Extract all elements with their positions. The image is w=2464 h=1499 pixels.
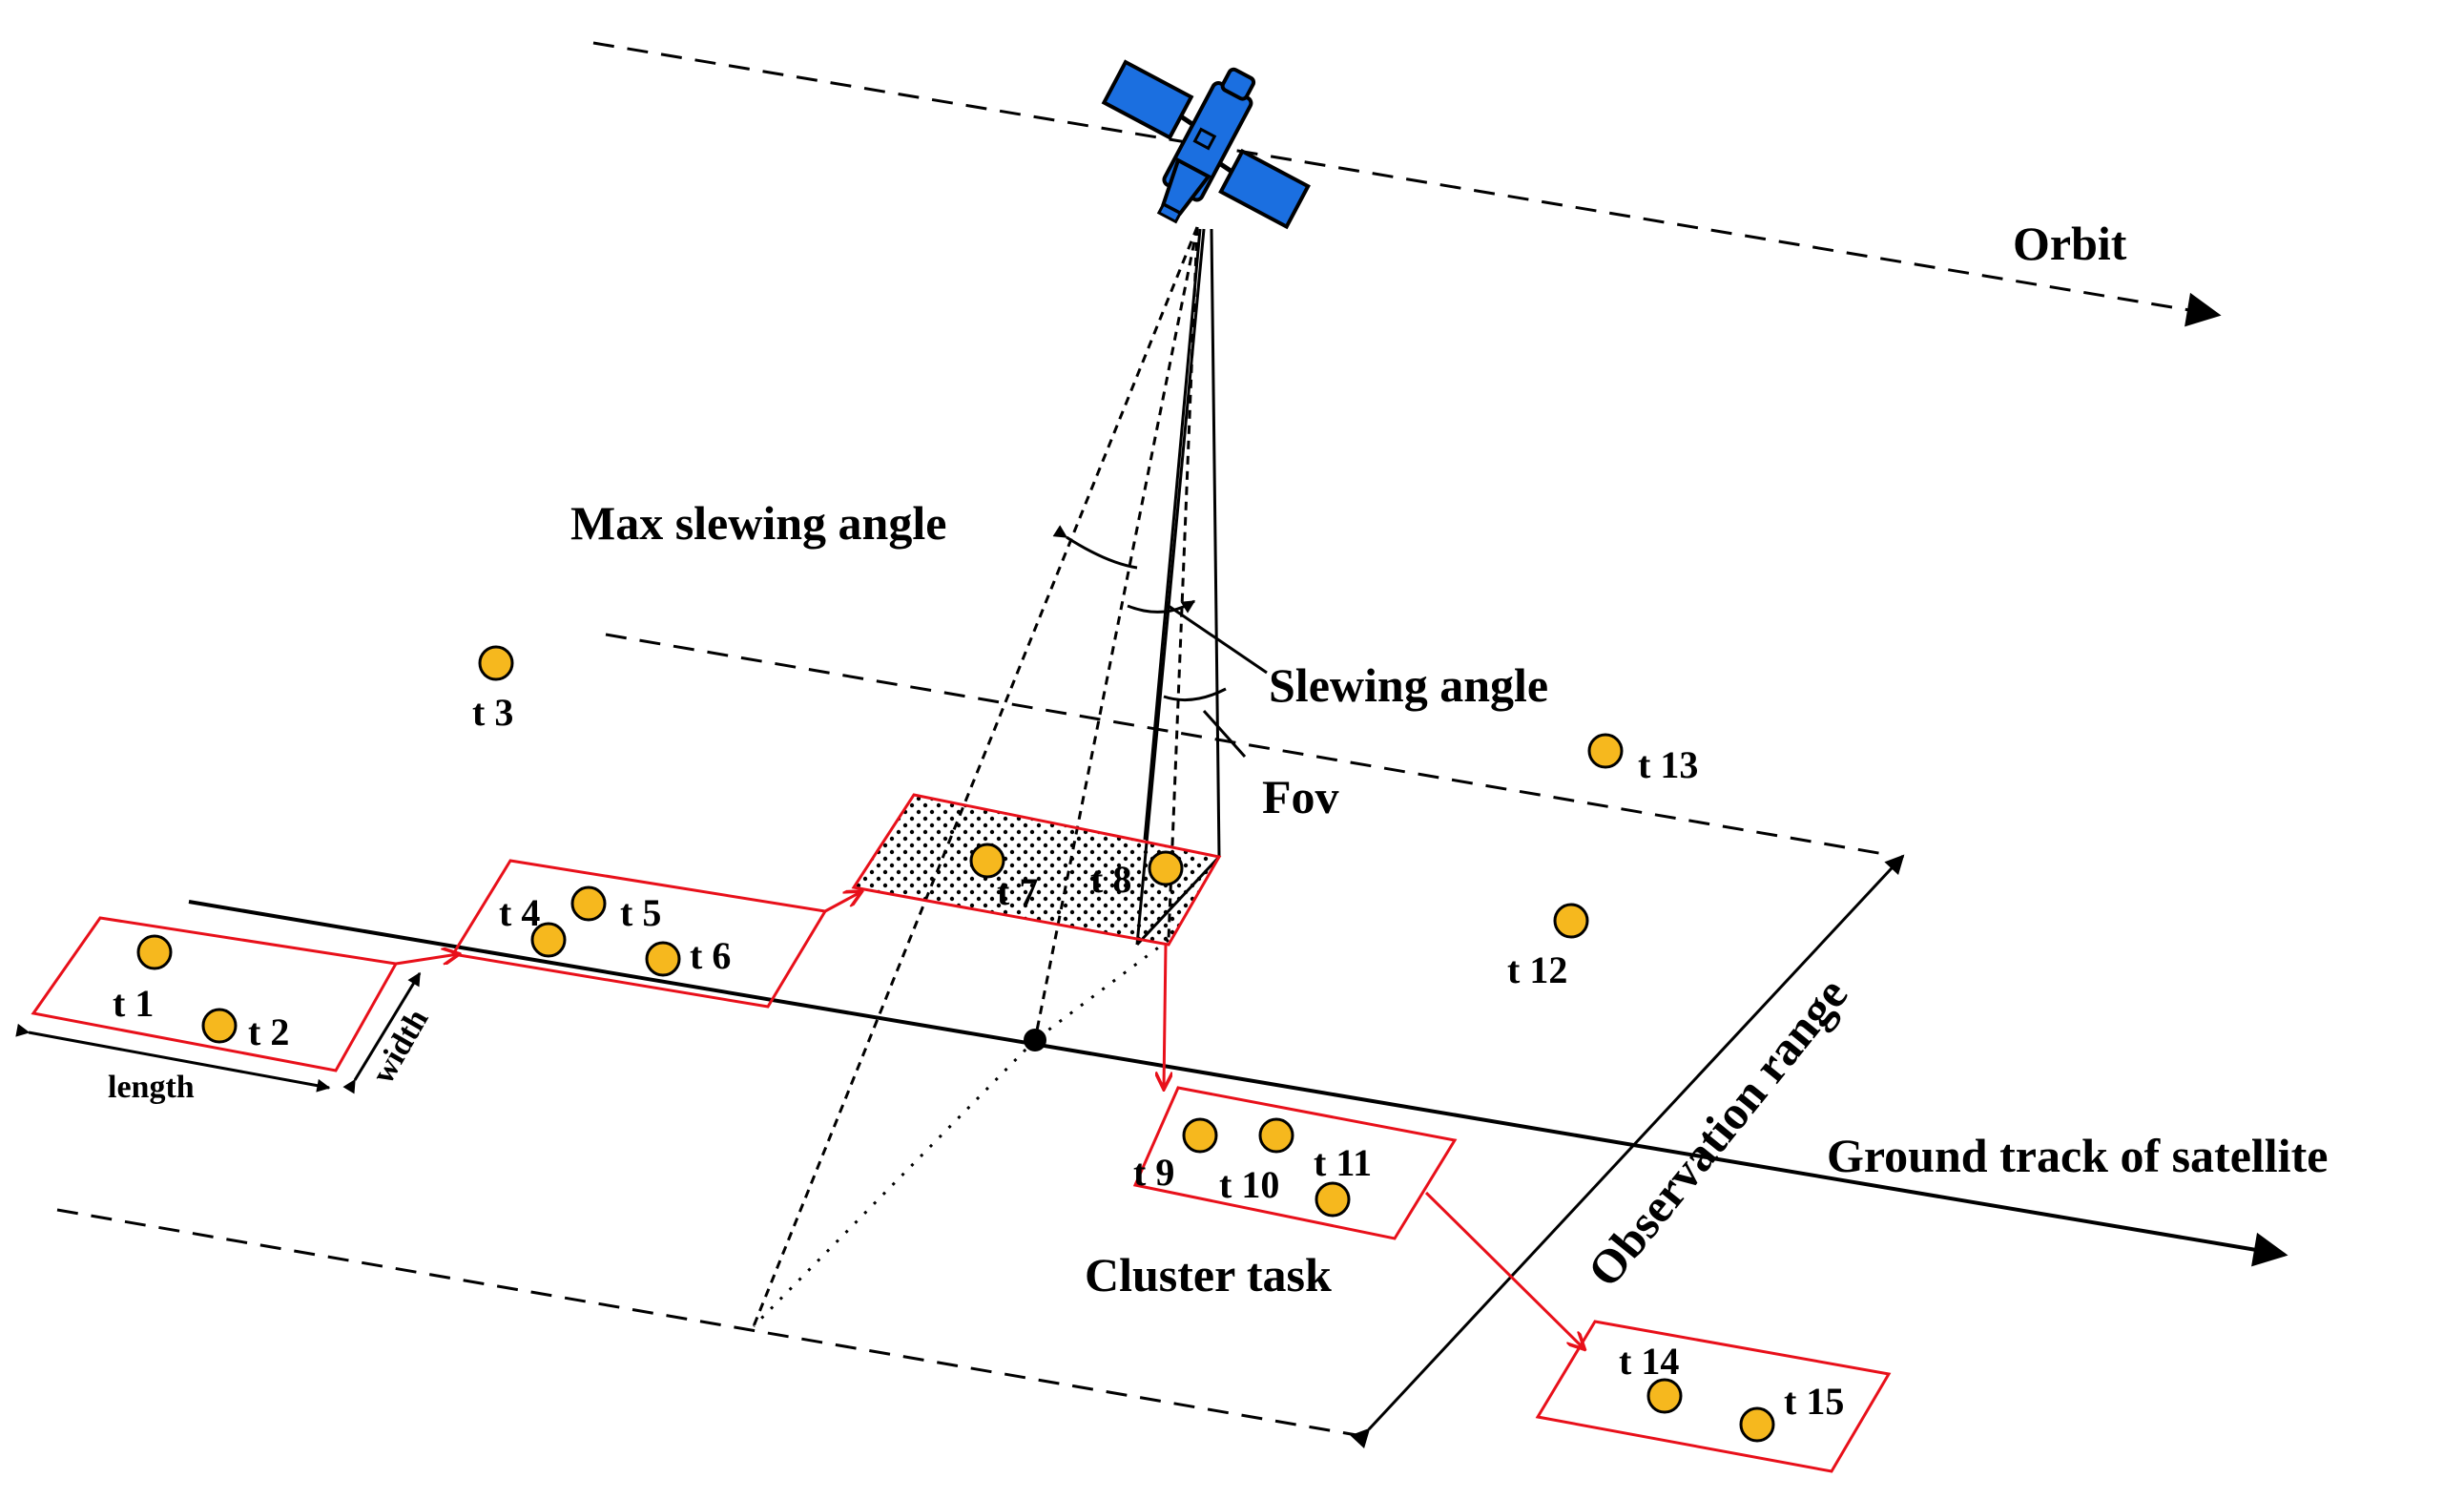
- target-label: t 5: [620, 891, 661, 934]
- target-dot: [1587, 733, 1624, 769]
- target-labels: t 1 t 2 t 3 t 4 t 5 t 6 t 7 t 8 t 9 t 10…: [113, 691, 1844, 1423]
- leader-lines: [1165, 602, 1268, 759]
- target-dot: [1315, 1181, 1351, 1218]
- cluster-box-1: [31, 916, 399, 1072]
- target-label: t 4: [499, 891, 540, 934]
- target-dot: [478, 645, 514, 681]
- target-label: t 14: [1619, 1340, 1679, 1383]
- ground-track-line: [188, 900, 2288, 1267]
- cluster-tasks: [31, 793, 1892, 1473]
- cluster-box-2: [450, 859, 828, 1009]
- ground-track-label: Ground track of satellite: [1827, 1129, 2328, 1182]
- target-dot: [1553, 903, 1589, 939]
- target-label: t 1: [113, 982, 154, 1025]
- route-arrows: [395, 892, 1584, 1348]
- fov-label: Fov: [1262, 770, 1339, 823]
- target-dot: [1739, 1406, 1775, 1443]
- target-dot: [570, 885, 607, 922]
- slewing-angle-label: Slewing angle: [1269, 658, 1548, 712]
- cluster-box-4: [1132, 1086, 1458, 1240]
- target-label: t 10: [1219, 1163, 1279, 1206]
- target-label: t 15: [1784, 1380, 1844, 1423]
- target-label: t 2: [248, 1010, 289, 1053]
- dimension-arrows: [15, 971, 422, 1094]
- cluster-task-label: Cluster task: [1085, 1248, 1332, 1301]
- target-dot: [969, 843, 1005, 879]
- targets: [136, 645, 1775, 1443]
- cluster-box-5: [1535, 1320, 1892, 1473]
- orbit-line: [592, 41, 2222, 327]
- satellite-icon: [1101, 59, 1311, 230]
- orbit-label: Orbit: [2013, 217, 2127, 270]
- target-label: t 12: [1507, 948, 1567, 991]
- target-dot: [530, 922, 567, 958]
- target-dot: [1646, 1378, 1683, 1414]
- target-dot: [201, 1008, 238, 1044]
- max-slewing-angle-label: Max slewing angle: [570, 496, 946, 550]
- target-dot: [1258, 1117, 1294, 1154]
- max-slewing-cone: [752, 226, 1199, 1328]
- target-label: t 8: [1090, 858, 1131, 901]
- target-label: t 7: [997, 870, 1038, 913]
- target-label: t 9: [1133, 1151, 1174, 1194]
- target-dot: [136, 934, 173, 970]
- angle-arcs: [1052, 525, 1227, 702]
- observation-range-boundaries: [56, 633, 1885, 1438]
- target-dot: [645, 941, 681, 977]
- observation-range-arrow: [1350, 854, 1905, 1448]
- cluster-box-3: [851, 793, 1222, 947]
- target-label: t 13: [1638, 743, 1698, 786]
- length-label: length: [108, 1070, 195, 1105]
- observation-range-label: Observation range: [1577, 968, 1857, 1297]
- fov-cone: [1135, 228, 1221, 947]
- target-label: t 3: [472, 691, 513, 734]
- target-dot: [1148, 850, 1184, 886]
- target-label: t 11: [1314, 1141, 1372, 1184]
- target-label: t 6: [690, 934, 731, 977]
- target-dot: [1182, 1117, 1218, 1154]
